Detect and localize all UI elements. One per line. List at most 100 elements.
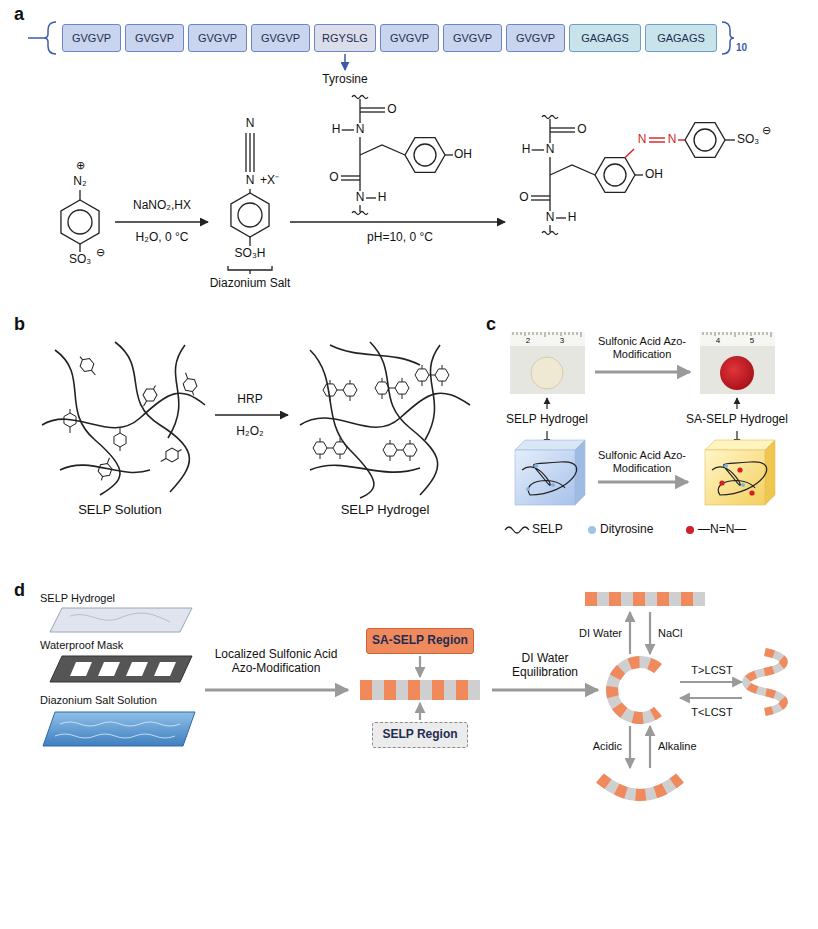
chemical-structure bbox=[595, 158, 635, 193]
stimulus-arrow bbox=[649, 726, 651, 768]
chemical-structure bbox=[245, 133, 246, 172]
condition-label: pH=10, 0 °C bbox=[366, 231, 434, 245]
atom-label: N bbox=[545, 211, 556, 225]
hydrogel-photo bbox=[720, 356, 754, 390]
sequence-block: GVGVP bbox=[188, 24, 247, 52]
chemical-structure bbox=[414, 144, 436, 166]
condition-label: H₂O, 0 °C bbox=[135, 231, 190, 245]
layer-stack bbox=[43, 712, 195, 746]
patterned-strip bbox=[746, 652, 784, 712]
legend-text: Dityrosine bbox=[600, 523, 653, 537]
chemical-structure bbox=[360, 107, 385, 108]
atom-label: O bbox=[576, 123, 587, 137]
node-text: GVGVP bbox=[453, 32, 492, 44]
tyrosine-rings bbox=[138, 382, 160, 409]
azo-bond bbox=[625, 149, 634, 158]
chemical-structure bbox=[341, 129, 354, 130]
link-arrow bbox=[736, 398, 737, 409]
patterned-strip bbox=[585, 592, 705, 606]
atom-label: O bbox=[328, 171, 339, 185]
sequence-block: GVGVP bbox=[251, 24, 310, 52]
patterned-strip bbox=[600, 778, 680, 795]
layer-stack bbox=[70, 662, 92, 676]
stimulus-label: T>LCST bbox=[691, 664, 732, 677]
sequence-block: GAGAGS bbox=[645, 24, 717, 52]
dityrosine-links bbox=[415, 365, 449, 386]
hydrogel-cube bbox=[515, 440, 775, 505]
hydrogel-cube bbox=[741, 483, 745, 487]
chemical-structure bbox=[79, 190, 80, 200]
hydrogel-cube bbox=[515, 440, 585, 450]
polymer-chains bbox=[115, 342, 189, 492]
chemical-structure bbox=[359, 205, 360, 212]
sequence-block: GVGVP bbox=[125, 24, 184, 52]
tyrosine-rings bbox=[64, 353, 200, 483]
azo-atom: N bbox=[667, 133, 678, 147]
chemical-structure bbox=[635, 174, 643, 175]
atom-label: N bbox=[355, 191, 366, 205]
atom-label: N bbox=[245, 174, 256, 188]
hydrogel-cube bbox=[749, 490, 754, 495]
chemical-structure bbox=[366, 197, 376, 198]
state-label: SELP Solution bbox=[78, 503, 162, 518]
panel-letter: d bbox=[14, 580, 25, 601]
atom-label: O bbox=[518, 191, 529, 205]
stimulus-arrow bbox=[419, 656, 421, 677]
patterned-strip bbox=[746, 652, 784, 712]
process-arrow bbox=[492, 689, 598, 692]
hydrogel-cube bbox=[705, 450, 765, 505]
patterned-strip bbox=[612, 662, 658, 718]
layer-stack bbox=[126, 662, 148, 676]
chemical-structure bbox=[79, 244, 80, 252]
crosslinked-chains bbox=[425, 345, 440, 440]
chemical-structure bbox=[359, 110, 360, 123]
sequence-bracket bbox=[344, 54, 346, 70]
atom-label: N bbox=[355, 123, 366, 137]
sequence-block: GVGVP bbox=[443, 24, 502, 52]
sequence-bracket bbox=[28, 22, 734, 70]
process-label: DI Water Equilibration bbox=[500, 652, 590, 680]
hydrogel-photo bbox=[531, 357, 563, 389]
chemical-structure bbox=[231, 193, 269, 237]
layer-label: SELP Hydrogel bbox=[40, 592, 115, 605]
process-arrow bbox=[598, 481, 688, 484]
process-arrow bbox=[595, 371, 690, 374]
atom-label: H bbox=[567, 211, 578, 225]
atom-label: H bbox=[377, 191, 388, 205]
chemical-structure bbox=[341, 175, 360, 176]
chemical-structure bbox=[531, 195, 550, 196]
reaction-arrow bbox=[215, 414, 288, 416]
dityrosine-links bbox=[313, 438, 347, 459]
chemical-structure bbox=[341, 179, 360, 180]
chemical-structure bbox=[405, 138, 445, 173]
layer-stack bbox=[50, 656, 192, 682]
crosslinked-chains bbox=[300, 393, 470, 427]
dityrosine-links bbox=[375, 378, 409, 399]
chemical-structure bbox=[550, 131, 575, 132]
ruler-number: 4 bbox=[716, 336, 720, 345]
sequence-bracket bbox=[722, 22, 734, 54]
chemical-structure bbox=[685, 123, 725, 158]
dityrosine-links bbox=[313, 365, 449, 461]
sequence-block: GVGVP bbox=[62, 24, 121, 52]
layer-label: Waterproof Mask bbox=[40, 639, 123, 652]
hydrogel-cube bbox=[534, 464, 538, 468]
hydrogel-photo bbox=[510, 332, 775, 394]
layer-stack bbox=[154, 662, 176, 676]
polymer-chains bbox=[60, 465, 150, 472]
legend-sample bbox=[588, 526, 596, 534]
polymer-chains bbox=[42, 342, 205, 495]
reagent-label: HRP bbox=[237, 393, 262, 407]
charge-sign: ⊖ bbox=[95, 246, 106, 259]
crosslinked-chains bbox=[300, 342, 470, 498]
reaction-arrow bbox=[115, 221, 505, 223]
hydrogel-cube bbox=[712, 462, 767, 495]
chemical-structure bbox=[542, 116, 558, 119]
dityrosine-links bbox=[323, 380, 357, 401]
patterned-strip bbox=[612, 662, 658, 718]
layer-stack bbox=[55, 722, 180, 738]
reaction-arrow bbox=[290, 221, 505, 223]
node-text: GVGVP bbox=[516, 32, 555, 44]
azo-atom: N bbox=[637, 133, 648, 147]
